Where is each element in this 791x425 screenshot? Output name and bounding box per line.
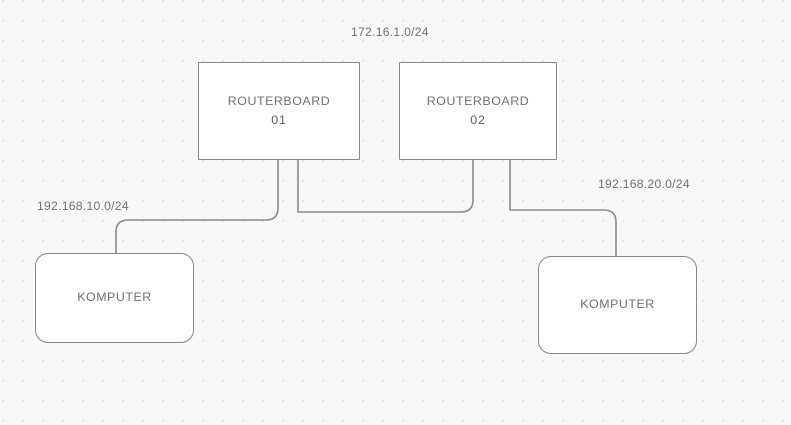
node-routerboard-01-label: ROUTERBOARD xyxy=(227,93,331,108)
node-routerboard-02[interactable]: ROUTERBOARD 02 xyxy=(399,62,557,160)
node-komputer-left[interactable]: KOMPUTER xyxy=(35,253,194,343)
network-label-lan-right: 192.168.20.0/24 xyxy=(598,177,690,191)
link-router02-komputer-right xyxy=(509,160,617,256)
node-routerboard-02-label: ROUTERBOARD xyxy=(426,93,530,108)
link-router01-komputer-left xyxy=(115,160,279,253)
node-routerboard-01-number: 01 xyxy=(271,113,287,127)
network-label-lan-left: 192.168.10.0/24 xyxy=(37,199,129,213)
network-label-backbone: 172.16.1.0/24 xyxy=(351,25,429,39)
node-routerboard-01[interactable]: ROUTERBOARD 01 xyxy=(198,62,360,160)
node-komputer-right[interactable]: KOMPUTER xyxy=(538,256,697,354)
node-komputer-right-label: KOMPUTER xyxy=(580,297,655,312)
node-komputer-left-label: KOMPUTER xyxy=(77,290,152,305)
link-router01-router02 xyxy=(297,160,474,213)
node-routerboard-02-number: 02 xyxy=(470,113,486,127)
